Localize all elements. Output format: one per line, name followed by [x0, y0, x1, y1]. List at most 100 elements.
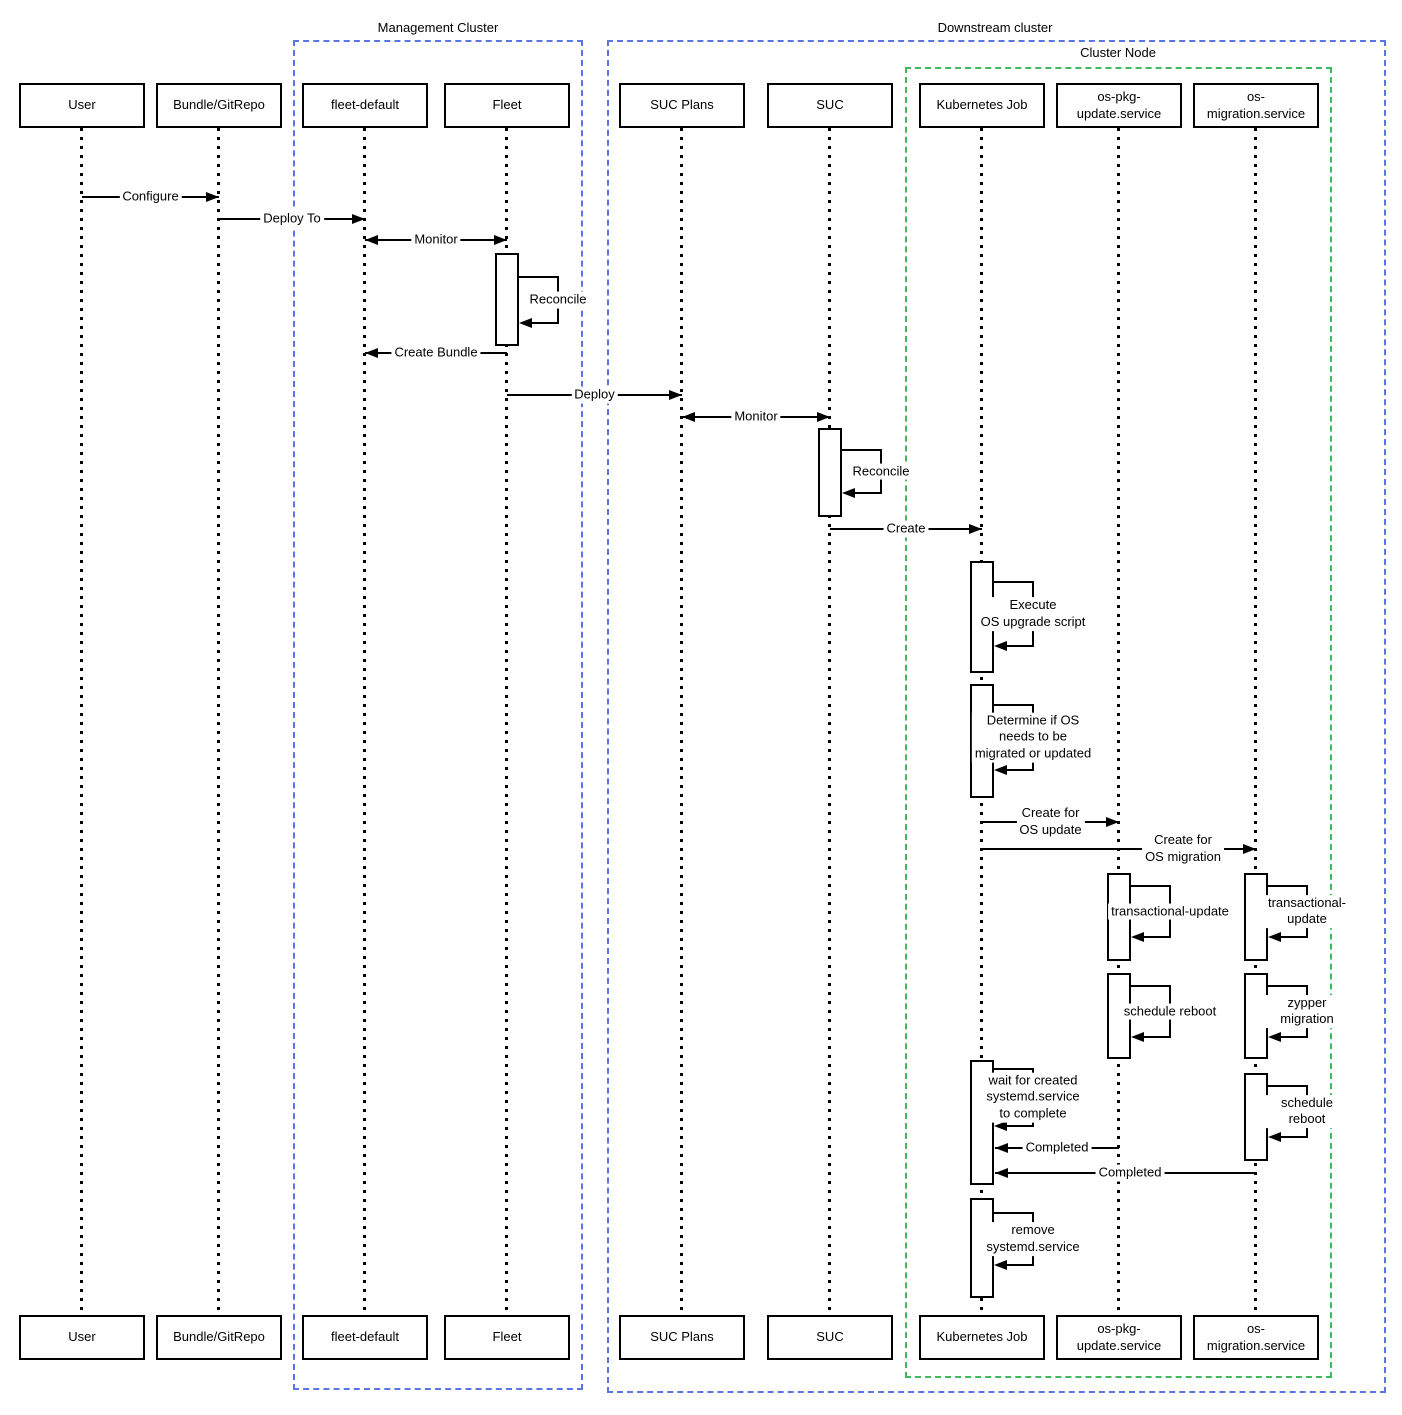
lifeline-user: [80, 128, 83, 1315]
self-call-top-line: [1268, 1085, 1308, 1087]
message-label-create-for-os-update: Create for OS update: [1016, 805, 1085, 839]
actor-label-bundle-gitrepo: Bundle/GitRepo: [173, 97, 265, 113]
lifeline-fleet-default: [363, 128, 366, 1315]
actor-box-bottom-fleet: Fleet: [444, 1315, 570, 1360]
self-call-return-line: [1004, 1264, 1034, 1266]
actor-label-user: User: [68, 1329, 96, 1345]
self-call-top-line: [994, 704, 1034, 706]
message-label-completed-os-migration: Completed: [1095, 1164, 1165, 1182]
arrowhead-right-icon: [1106, 817, 1119, 827]
actor-box-top-bundle-gitrepo: Bundle/GitRepo: [156, 83, 282, 128]
arrowhead-left-icon: [842, 488, 855, 498]
self-call-label-zypper-migration: zypper migration: [1259, 994, 1355, 1029]
activation-reconcile-suc: [818, 428, 842, 517]
arrowhead-right-icon: [669, 390, 682, 400]
activation-reconcile-fleet: [495, 253, 519, 346]
self-call-top-line: [1131, 885, 1171, 887]
actor-box-bottom-user: User: [19, 1315, 145, 1360]
arrowhead-left-icon: [994, 641, 1007, 651]
message-label-create-bundle: Create Bundle: [391, 344, 481, 362]
arrowhead-left-icon: [682, 412, 695, 422]
actor-label-user: User: [68, 97, 96, 113]
message-label-configure: Configure: [119, 188, 182, 206]
self-call-label-schedule-reboot-os-pkg: schedule reboot: [1120, 1003, 1220, 1020]
actor-box-bottom-os-pkg-update-service: os-pkg- update.service: [1056, 1315, 1182, 1360]
self-call-top-line: [1268, 985, 1308, 987]
self-call-return-line: [529, 322, 559, 324]
frame-title-management-cluster: Management Cluster: [377, 20, 499, 35]
arrowhead-left-icon: [519, 318, 532, 328]
arrowhead-left-icon: [1268, 1032, 1281, 1042]
actor-label-suc: SUC: [816, 97, 844, 113]
self-call-return-line: [1004, 769, 1034, 771]
actor-box-top-fleet: Fleet: [444, 83, 570, 128]
actor-box-top-user: User: [19, 83, 145, 128]
lifeline-suc-plans: [680, 128, 683, 1315]
arrowhead-left-icon: [1268, 1132, 1281, 1142]
self-call-label-reconcile-suc: Reconcile: [849, 463, 913, 480]
self-call-return-line: [1004, 645, 1034, 647]
self-call-top-line: [994, 1068, 1034, 1070]
self-call-label-reconcile-fleet: Reconcile: [526, 291, 590, 309]
actor-label-suc-plans: SUC Plans: [650, 97, 714, 113]
arrowhead-left-icon: [1131, 932, 1144, 942]
message-label-deploy: Deploy: [571, 386, 618, 404]
self-call-return-line: [852, 492, 882, 494]
lifeline-suc: [828, 128, 831, 1315]
self-call-return-line: [1141, 936, 1171, 938]
actor-label-fleet-default: fleet-default: [331, 97, 399, 113]
self-call-return-line: [1278, 936, 1308, 938]
self-call-top-line: [1268, 885, 1308, 887]
message-line-create-for-os-migration: [982, 848, 1256, 850]
lifeline-os-pkg-update-service: [1117, 128, 1120, 1315]
arrowhead-left-icon: [365, 348, 378, 358]
actor-label-fleet: Fleet: [492, 1329, 522, 1345]
arrowhead-left-icon: [1268, 932, 1281, 942]
frame-title-downstream-cluster: Downstream cluster: [937, 20, 1053, 35]
actor-box-bottom-fleet-default: fleet-default: [302, 1315, 428, 1360]
lifeline-os-migration-service: [1254, 128, 1257, 1315]
actor-box-top-fleet-default: fleet-default: [302, 83, 428, 128]
actor-box-bottom-suc-plans: SUC Plans: [619, 1315, 745, 1360]
message-label-deploy-to: Deploy To: [260, 210, 324, 228]
self-call-top-line: [994, 1212, 1034, 1214]
arrowhead-left-icon: [995, 1168, 1008, 1178]
self-call-return-line: [1278, 1136, 1308, 1138]
frame-downstream-cluster: [607, 40, 1386, 1393]
self-call-label-remove-systemd-service: remove systemd.service: [983, 1222, 1083, 1256]
actor-box-top-os-pkg-update-service: os-pkg- update.service: [1056, 83, 1182, 128]
arrowhead-right-icon: [352, 214, 365, 224]
message-label-completed-os-update: Completed: [1022, 1139, 1092, 1157]
arrowhead-right-icon: [969, 524, 982, 534]
actor-box-bottom-suc: SUC: [767, 1315, 893, 1360]
actor-label-bundle-gitrepo: Bundle/GitRepo: [173, 1329, 265, 1345]
self-call-label-schedule-reboot-os-migration: schedule reboot: [1259, 1094, 1355, 1129]
actor-box-top-suc-plans: SUC Plans: [619, 83, 745, 128]
arrowhead-left-icon: [994, 1260, 1007, 1270]
arrowhead-right-icon: [1243, 844, 1256, 854]
actor-box-bottom-bundle-gitrepo: Bundle/GitRepo: [156, 1315, 282, 1360]
arrowhead-left-icon: [1131, 1032, 1144, 1042]
frame-title-cluster-node: Cluster Node: [1080, 45, 1156, 60]
actor-box-top-kubernetes-job: Kubernetes Job: [919, 83, 1045, 128]
actor-label-os-migration-service: os- migration.service: [1206, 89, 1306, 121]
self-call-top-line: [1131, 985, 1171, 987]
self-call-label-determine-os-migrate-or-update: Determine if OS needs to be migrated or …: [971, 712, 1095, 763]
actor-box-top-os-migration-service: os- migration.service: [1193, 83, 1319, 128]
frame-cluster-node: [905, 67, 1332, 1378]
arrowhead-left-icon: [994, 765, 1007, 775]
message-label-create-for-os-migration: Create for OS migration: [1142, 832, 1224, 866]
arrowhead-left-icon: [365, 235, 378, 245]
actor-label-os-pkg-update-service: os-pkg- update.service: [1076, 89, 1162, 121]
arrowhead-left-icon: [995, 1143, 1008, 1153]
self-call-return-line: [1004, 1125, 1034, 1127]
self-call-top-line: [842, 449, 882, 451]
actor-label-suc: SUC: [816, 1329, 844, 1345]
actor-label-kubernetes-job: Kubernetes Job: [936, 97, 1028, 113]
self-call-label-execute-os-upgrade-script: Execute OS upgrade script: [977, 597, 1089, 631]
actor-box-top-suc: SUC: [767, 83, 893, 128]
actor-label-os-migration-service: os- migration.service: [1206, 1321, 1306, 1353]
arrowhead-right-icon: [494, 235, 507, 245]
message-label-create: Create: [883, 520, 929, 538]
